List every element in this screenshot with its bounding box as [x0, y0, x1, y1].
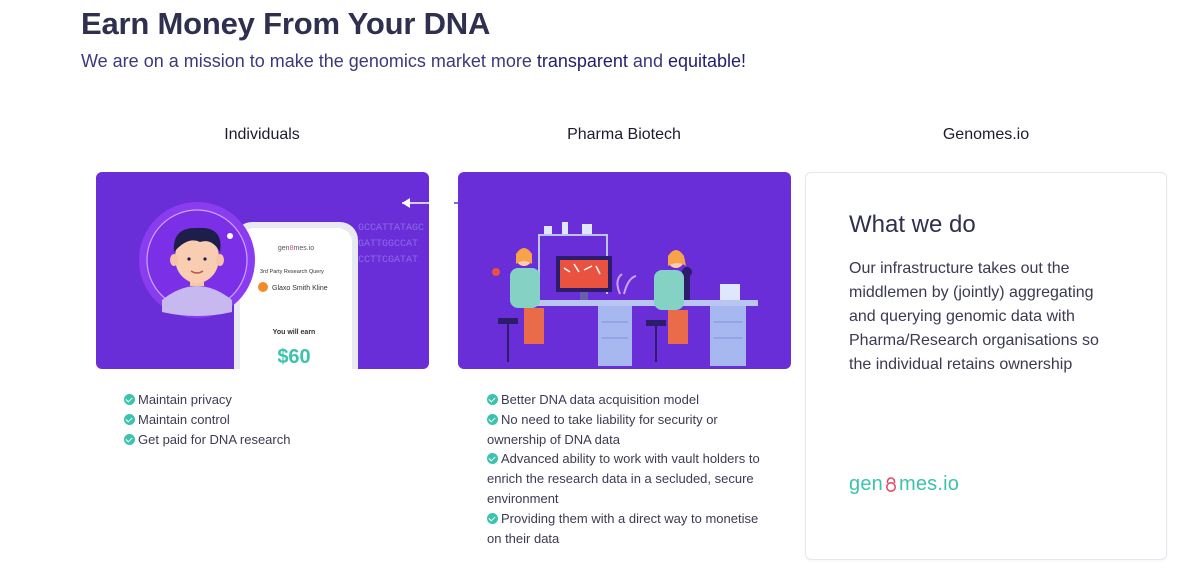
- list-item: No need to take liability for security o…: [487, 411, 718, 447]
- col-title-genomes: Genomes.io: [942, 126, 1030, 143]
- scientist-left: [510, 268, 540, 308]
- page-title: Earn Money From Your DNA: [81, 6, 491, 41]
- check-circle-icon: [487, 512, 498, 524]
- list-item: Maintain privacy: [124, 390, 414, 410]
- pharma-benefits-list: Better DNA data acquisition model No nee…: [487, 390, 762, 548]
- individuals-illustration: GCCATTATAGC GATTGGCCAT CCTTCGATAT gen8me…: [96, 172, 429, 369]
- lab-desk: [518, 300, 758, 306]
- check-circle-icon: [124, 394, 135, 405]
- check-circle-icon: [487, 453, 498, 465]
- avatar-body: [162, 286, 232, 316]
- list-item: Maintain control: [124, 410, 414, 430]
- phone-company: Glaxo Smith Kline: [272, 285, 328, 292]
- lab-illustration: [492, 222, 758, 366]
- phone-brand: gen8mes.io: [278, 245, 314, 252]
- dna-line-2: GATTGGCCAT: [358, 239, 418, 250]
- dna-line-3: CCTTCGATAT: [358, 255, 418, 266]
- phone-amount: $60: [277, 346, 310, 368]
- what-we-do-card: What we do Our infrastructure takes out …: [805, 172, 1167, 560]
- col-title-individuals: Individuals: [224, 126, 300, 143]
- check-circle-icon: [124, 413, 135, 425]
- check-circle-icon: [487, 394, 498, 405]
- col-title-pharma: Pharma Biotech: [567, 126, 681, 143]
- list-item: Providing them with a direct way to mone…: [487, 510, 759, 546]
- list-item: Better DNA data acquisition model: [487, 390, 762, 410]
- gsk-logo-icon: [258, 282, 268, 292]
- individuals-benefits-list: Maintain privacy Maintain control Get pa…: [124, 390, 414, 449]
- avatar-hair: [173, 227, 221, 252]
- pharma-illustration: [458, 172, 791, 369]
- avatar-face: [175, 233, 219, 283]
- check-circle-icon: [487, 413, 498, 425]
- phone-screen: [240, 228, 352, 369]
- lock-icon: [885, 477, 896, 492]
- highlight-transparent: transparent: [536, 51, 628, 71]
- avatar-phone-illustration: GCCATTATAGC GATTGGCCAT CCTTCGATAT gen8me…: [139, 202, 424, 369]
- what-we-do-title: What we do: [849, 211, 976, 238]
- list-item: Get paid for DNA research: [124, 430, 414, 450]
- page-subtitle: We are on a mission to make the genomics…: [81, 51, 747, 71]
- phone-query-label: 3rd Party Research Query: [260, 269, 324, 275]
- highlight-equitable: equitable!: [667, 51, 747, 71]
- list-item: Advanced ability to work with vault hold…: [487, 451, 760, 506]
- check-circle-icon: [124, 433, 135, 445]
- scientist-right: [654, 270, 684, 310]
- phone-earn-label: You will earn: [273, 329, 316, 336]
- what-we-do-body: Our infrastructure takes out the middlem…: [849, 260, 1099, 373]
- dna-line-1: GCCATTATAGC: [358, 223, 424, 234]
